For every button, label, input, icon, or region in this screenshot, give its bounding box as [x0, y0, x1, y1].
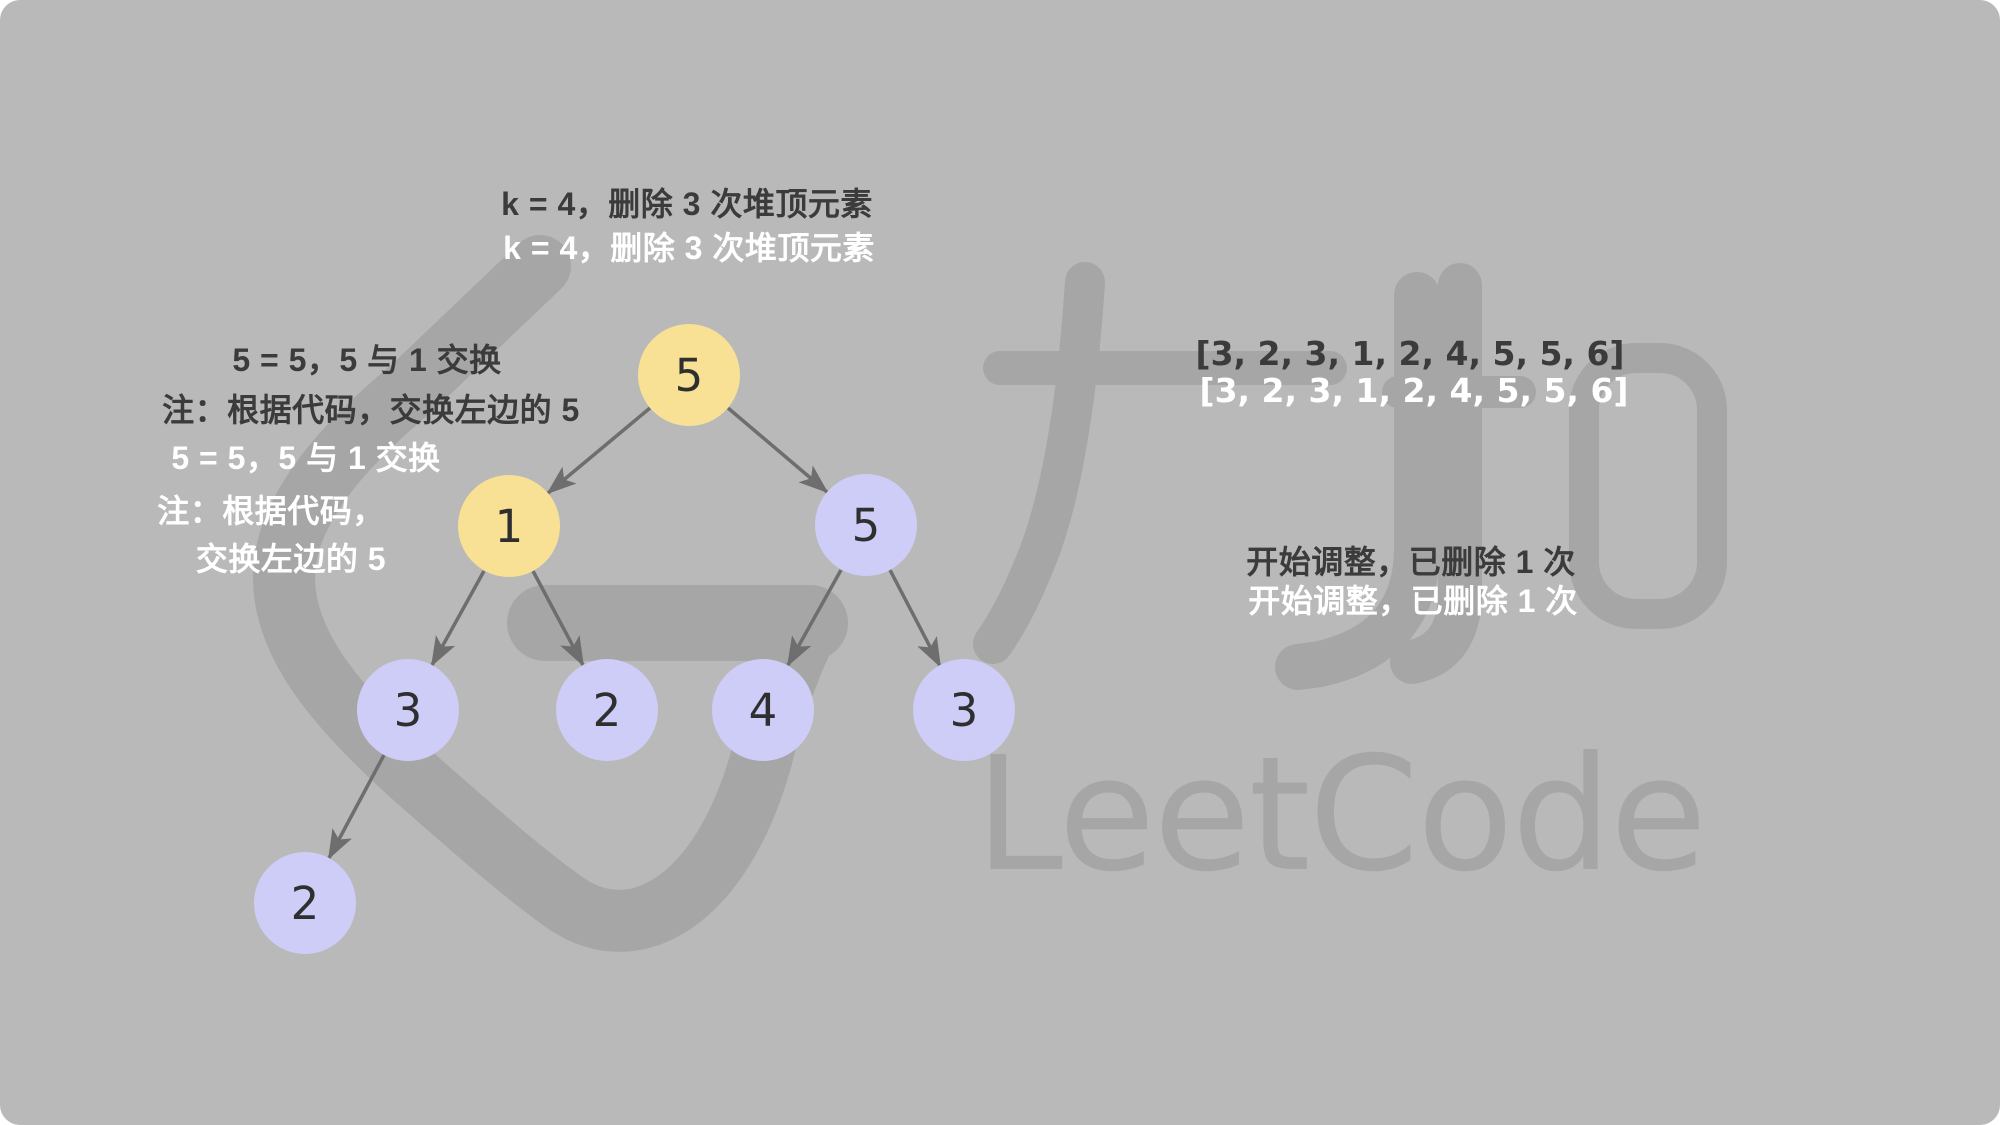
edge-1-to-2 — [531, 570, 585, 667]
leetcode-brand-text: LeetCode — [975, 723, 1705, 907]
tree-node-2-mid: 2 — [556, 659, 658, 761]
title-dark: k = 4，删除 3 次堆顶元素 — [501, 186, 873, 222]
left-note-dark-line2: 注：根据代码，交换左边的 5 — [162, 392, 580, 428]
li-gou-stroke — [1275, 272, 1440, 690]
tree-node-root-5: 5 — [638, 324, 740, 426]
edge-root-to-1 — [546, 406, 652, 495]
tree-node-1: 1 — [458, 475, 560, 577]
left-note-dark-line1: 5 = 5，5 与 1 交换 — [232, 342, 502, 378]
edge-1-to-3 — [430, 570, 486, 667]
edge-3-to-2 — [327, 754, 386, 860]
status-dark: 开始调整，已删除 1 次 — [1246, 544, 1576, 580]
title-white: k = 4，删除 3 次堆顶元素 — [503, 230, 875, 266]
leetcode-logo-mark — [253, 235, 831, 952]
tree-node-4: 4 — [712, 659, 814, 761]
heap-array-white: [3, 2, 3, 1, 2, 4, 5, 5, 6] — [1199, 371, 1629, 410]
left-note-white-line1: 5 = 5，5 与 1 交换 — [171, 440, 441, 476]
kou-shu-stroke — [1390, 263, 1482, 684]
tree-node-3-right: 3 — [913, 659, 1015, 761]
edge-5-to-3 — [888, 569, 942, 668]
status-white: 开始调整，已删除 1 次 — [1248, 583, 1578, 619]
heap-array-dark: [3, 2, 3, 1, 2, 4, 5, 5, 6] — [1195, 334, 1625, 373]
tree-node-2-bottom: 2 — [254, 852, 356, 954]
left-note-white-line3: 交换左边的 5 — [195, 541, 387, 577]
left-note-white-line2: 注：根据代码， — [157, 493, 385, 529]
tree-node-3-left: 3 — [357, 659, 459, 761]
li-pie-stroke — [973, 262, 1105, 664]
tree-node-5: 5 — [815, 474, 917, 576]
edge-5-to-4 — [786, 569, 843, 667]
kou-box-stroke — [1569, 343, 1727, 629]
edge-root-to-5 — [726, 406, 829, 494]
